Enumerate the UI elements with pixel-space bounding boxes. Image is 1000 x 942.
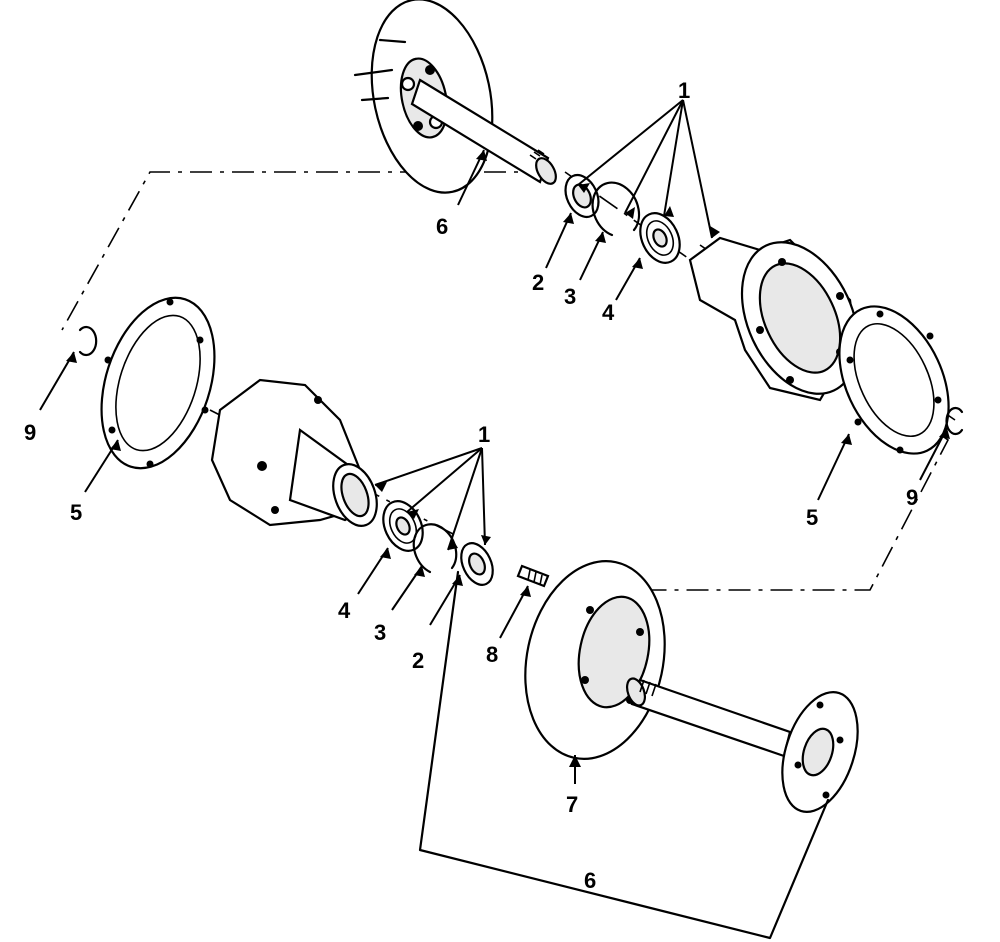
- bottom-axle-shaft: [625, 677, 792, 758]
- callout-3-top: 3: [564, 284, 576, 309]
- callout-4-top: 4: [602, 300, 615, 325]
- callout-9-right: 9: [906, 485, 918, 510]
- left-clip-9: [78, 325, 98, 357]
- callout-3-mid: 3: [374, 620, 386, 645]
- bottom-axle-flange: [781, 691, 859, 813]
- right-gasket-5: [838, 305, 950, 455]
- callout-5-right: 5: [806, 505, 818, 530]
- top-seal-2: [564, 173, 600, 219]
- left-gasket-5: [100, 296, 216, 470]
- callout-2-mid: 2: [412, 648, 424, 673]
- bracket-6-bottom: [418, 570, 830, 940]
- callout-1-top: 1: [678, 78, 690, 103]
- callout-6-top: 6: [436, 214, 448, 239]
- center-left-housing: [210, 378, 378, 527]
- callout-4-mid: 4: [338, 598, 351, 623]
- callout-2-top: 2: [532, 270, 544, 295]
- top-wheel-studs: [353, 38, 407, 102]
- callout-6-bottom: 6: [584, 868, 596, 893]
- callout-7: 7: [566, 792, 578, 817]
- mid-seal-2: [460, 542, 494, 586]
- callout-9-left: 9: [24, 420, 36, 445]
- callout-labels: 1 2 3 4 6 5 9 9 5 1 4 3 2 8 7 6: [24, 78, 918, 893]
- top-snap-ring-3: [591, 181, 641, 237]
- callout-5-left: 5: [70, 500, 82, 525]
- arrowheads: [66, 150, 950, 767]
- bolt-8: [516, 564, 550, 588]
- top-right-housing: [688, 236, 860, 402]
- callout-1-mid: 1: [478, 422, 490, 447]
- mid-snap-ring-3: [412, 523, 458, 574]
- top-bearing-4: [639, 212, 681, 264]
- top-axle-shaft: [410, 78, 557, 185]
- callout-8: 8: [486, 642, 498, 667]
- right-clip-9: [945, 406, 964, 436]
